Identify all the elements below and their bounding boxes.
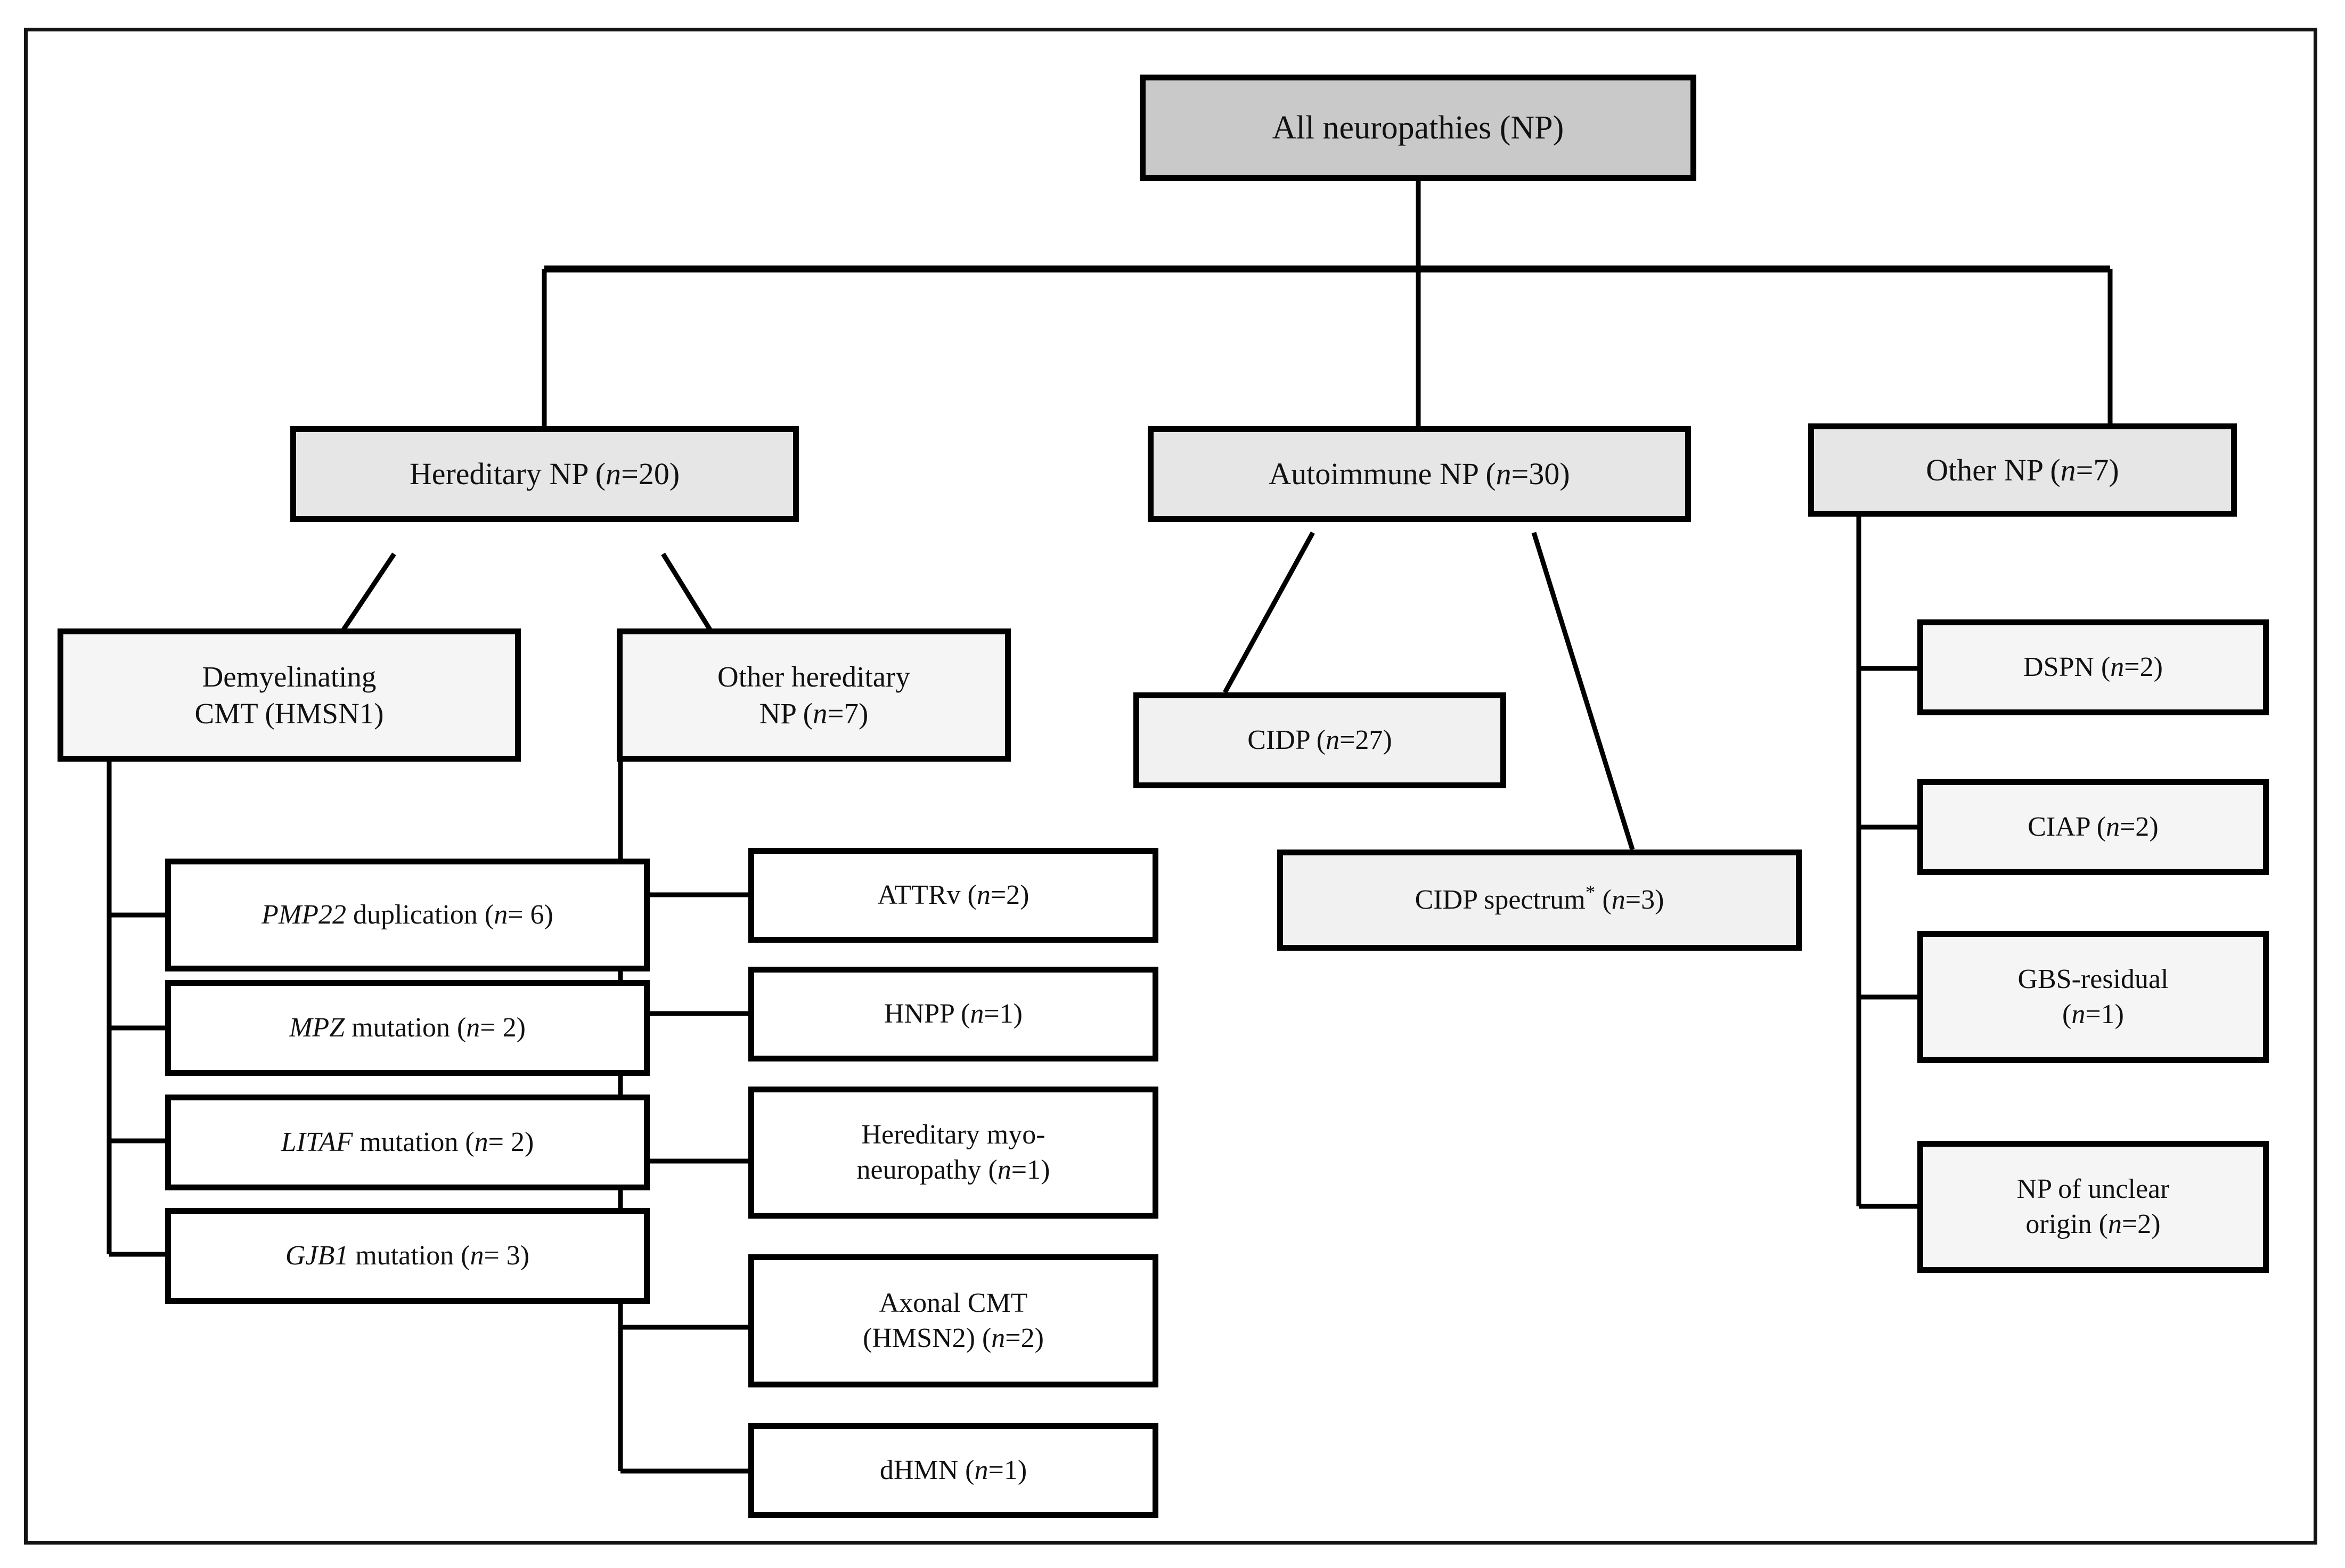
node-other-np[interactable]: Other NP (n=7)	[1808, 423, 2237, 517]
node-ciap[interactable]: CIAP (n=2)	[1917, 779, 2269, 875]
node-label-line1: Other hereditary	[717, 660, 910, 693]
node-label-line2: (n=1)	[2062, 999, 2124, 1030]
node-litaf-mutation[interactable]: LITAF mutation (n= 2)	[165, 1095, 650, 1190]
node-np-unclear-origin[interactable]: NP of unclear origin (n=2)	[1917, 1141, 2269, 1273]
node-label: LITAF mutation (n= 2)	[281, 1127, 534, 1158]
node-label-line1: NP of unclear	[2016, 1174, 2170, 1205]
node-hereditary-np[interactable]: Hereditary NP (n=20)	[290, 426, 799, 522]
node-label: CIAP (n=2)	[2028, 812, 2159, 843]
node-label: DSPN (n=2)	[2023, 652, 2163, 683]
node-label-line1: Hereditary myo-	[861, 1120, 1045, 1150]
node-axonal-cmt[interactable]: Axonal CMT (HMSN2) (n=2)	[748, 1254, 1158, 1387]
node-hnpp[interactable]: HNPP (n=1)	[748, 967, 1158, 1061]
node-label-line2: CMT (HMSN1)	[194, 697, 384, 730]
node-label: Other NP (n=7)	[1926, 452, 2119, 487]
node-label: CIDP spectrum* (n=3)	[1415, 881, 1664, 916]
node-label-line2: origin (n=2)	[2025, 1209, 2161, 1239]
node-label: ATTRv (n=2)	[877, 880, 1029, 911]
node-label-line2: (HMSN2) (n=2)	[863, 1323, 1044, 1353]
node-mpz-mutation[interactable]: MPZ mutation (n= 2)	[165, 980, 650, 1076]
node-autoimmune-np[interactable]: Autoimmune NP (n=30)	[1148, 426, 1691, 522]
node-cidp-spectrum[interactable]: CIDP spectrum* (n=3)	[1277, 850, 1802, 951]
node-other-hereditary-np[interactable]: Other hereditary NP (n=7)	[617, 628, 1011, 762]
node-label: dHMN (n=1)	[879, 1455, 1027, 1486]
node-label-line1: Axonal CMT	[879, 1288, 1028, 1319]
node-label: PMP22 duplication (n= 6)	[262, 900, 553, 930]
node-label: CIDP (n=27)	[1247, 725, 1392, 756]
node-dspn[interactable]: DSPN (n=2)	[1917, 619, 2269, 715]
node-demyelinating-cmt[interactable]: Demyelinating CMT (HMSN1)	[58, 628, 521, 762]
node-label-line1: GBS-residual	[2017, 964, 2169, 995]
node-label: MPZ mutation (n= 2)	[289, 1012, 526, 1043]
node-cidp[interactable]: CIDP (n=27)	[1133, 692, 1506, 788]
node-label: Hereditary NP (n=20)	[409, 456, 680, 492]
node-label: HNPP (n=1)	[884, 999, 1023, 1030]
node-attrv[interactable]: ATTRv (n=2)	[748, 848, 1158, 943]
node-all-neuropathies[interactable]: All neuropathies (NP)	[1140, 75, 1696, 181]
node-gjb1-mutation[interactable]: GJB1 mutation (n= 3)	[165, 1208, 650, 1304]
asterisk-marker: *	[1585, 881, 1596, 904]
node-label: Autoimmune NP (n=30)	[1269, 456, 1570, 492]
node-label-line2: neuropathy (n=1)	[856, 1155, 1050, 1185]
node-label-line2: NP (n=7)	[759, 697, 869, 730]
node-dhmn[interactable]: dHMN (n=1)	[748, 1423, 1158, 1518]
node-label: GJB1 mutation (n= 3)	[285, 1240, 530, 1271]
node-pmp22-duplication[interactable]: PMP22 duplication (n= 6)	[165, 859, 650, 971]
node-hereditary-myoneuropathy[interactable]: Hereditary myo- neuropathy (n=1)	[748, 1087, 1158, 1219]
node-gbs-residual[interactable]: GBS-residual (n=1)	[1917, 931, 2269, 1063]
node-label-line1: Demyelinating	[202, 660, 377, 693]
node-label: All neuropathies (NP)	[1272, 109, 1564, 146]
